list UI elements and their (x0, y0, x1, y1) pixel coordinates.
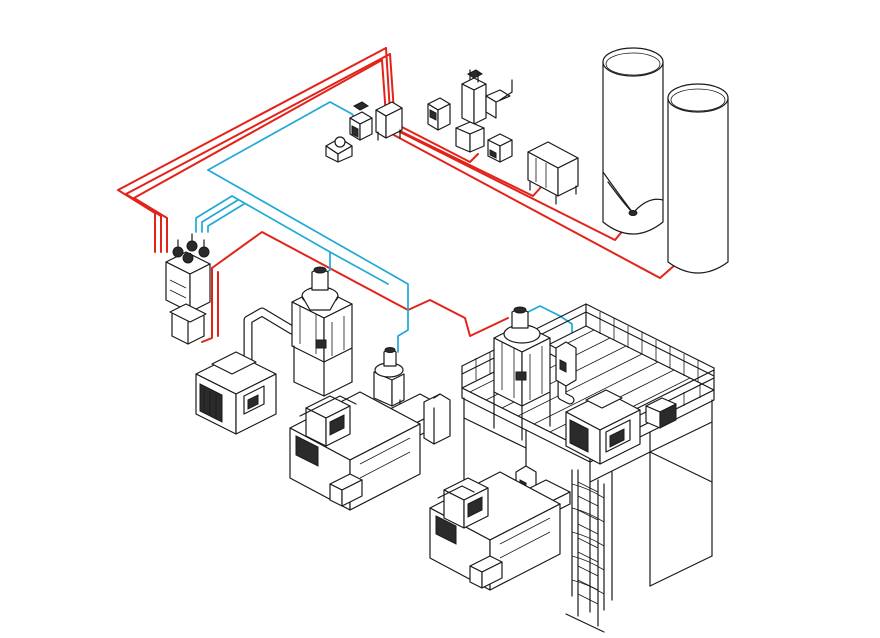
material-conveying-lines (117, 47, 677, 343)
ladder (565, 469, 605, 633)
central-vacuum-pump-station (325, 69, 579, 205)
dehumidifier-dryer-1 (195, 351, 277, 435)
dehumidifier-dryer-2 (565, 389, 677, 465)
injection-molding-machine-2 (429, 465, 571, 591)
injection-molding-machine-1 (289, 347, 451, 511)
storage-silo-2 (667, 83, 729, 274)
station-manifold (165, 233, 211, 345)
storage-silo-1 (602, 47, 664, 235)
hopper-dryer-2 (493, 306, 577, 441)
